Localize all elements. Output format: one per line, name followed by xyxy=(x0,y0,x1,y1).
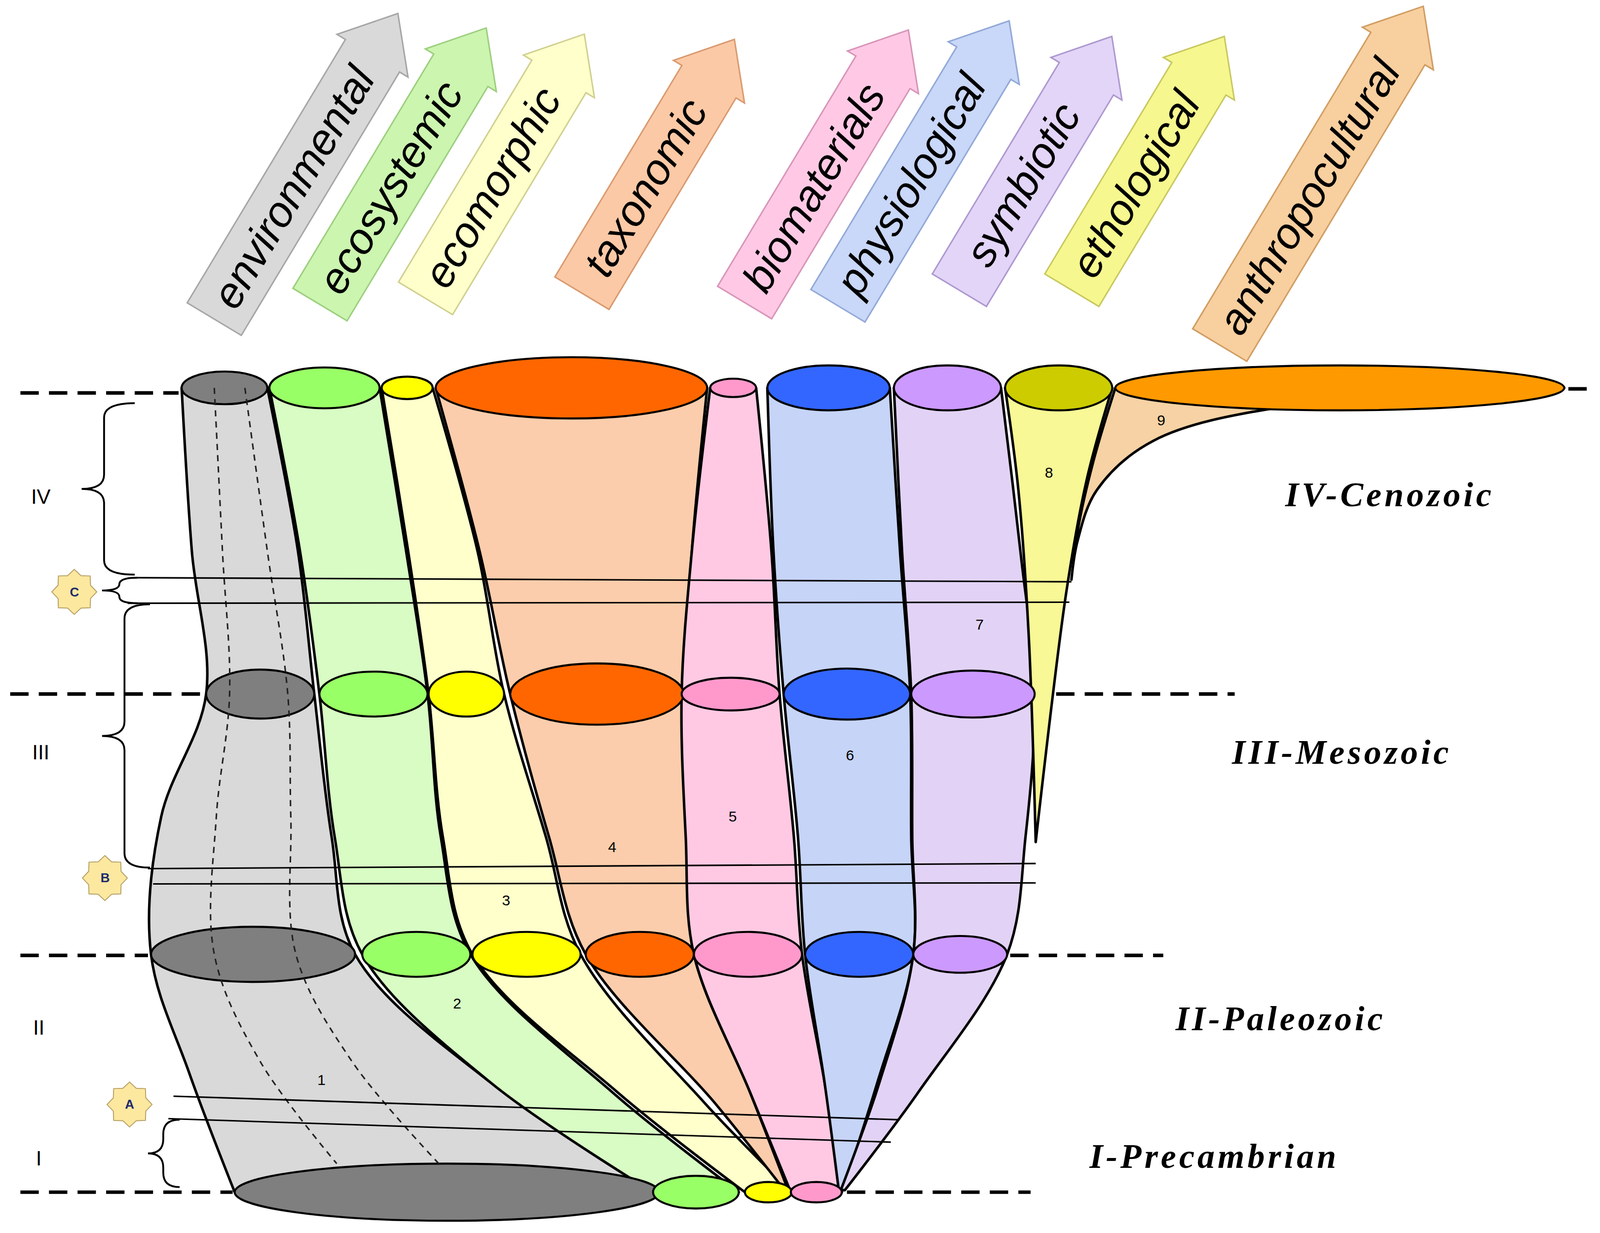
era-brace xyxy=(81,403,135,575)
callout-number: 5 xyxy=(728,809,738,824)
era-name: I-Precambrian xyxy=(1089,1139,1340,1174)
section-ellipse xyxy=(319,671,428,717)
era-boundary xyxy=(10,692,205,696)
event-star: A xyxy=(106,1080,153,1128)
callout-number: 7 xyxy=(975,617,984,633)
event-letter: A xyxy=(124,1097,135,1111)
section-ellipse xyxy=(913,935,1007,973)
callout-number: 4 xyxy=(608,839,617,855)
era-brace xyxy=(102,604,150,868)
section-ellipse xyxy=(1115,365,1565,411)
callout-number: 3 xyxy=(502,893,511,908)
arrow-label: anthropocultural xyxy=(1209,52,1408,342)
era-boundary xyxy=(847,1190,1031,1194)
inner-dashed-line xyxy=(210,387,337,1164)
era-axis-label: I xyxy=(36,1148,42,1169)
section-ellipse xyxy=(893,365,1002,411)
era-boundary xyxy=(20,1190,233,1194)
era-brace xyxy=(148,1119,180,1188)
event-line xyxy=(173,1096,898,1120)
era-brace xyxy=(102,577,138,604)
event-star: B xyxy=(81,854,129,902)
symbiotic-band xyxy=(840,387,1035,1191)
callout-number: 9 xyxy=(1156,412,1166,428)
inner-dashed-line xyxy=(244,387,439,1164)
section-ellipse xyxy=(234,1163,660,1221)
section-ellipse xyxy=(510,663,684,725)
era-axis-label: IV xyxy=(31,486,51,508)
callout-number: 2 xyxy=(452,996,462,1011)
era-boundary xyxy=(1568,387,1588,391)
section-ellipse xyxy=(206,669,315,719)
star-outline xyxy=(107,1081,152,1127)
event-line xyxy=(127,602,1070,604)
section-ellipse xyxy=(681,677,781,711)
anthropocultural-band xyxy=(1071,387,1565,580)
event-letter: B xyxy=(100,871,111,885)
section-ellipse xyxy=(693,931,802,977)
arrow-outline xyxy=(1184,0,1459,367)
section-ellipse xyxy=(653,1175,740,1209)
section-ellipse xyxy=(362,931,471,977)
event-line xyxy=(168,1118,891,1143)
era-name: II-Paleozoic xyxy=(1175,1001,1386,1037)
text-holder: A xyxy=(106,1080,153,1128)
section-ellipse xyxy=(269,367,380,409)
star-outline xyxy=(82,855,128,901)
event-line xyxy=(152,882,1036,884)
theme-arrow: anthropocultural xyxy=(1192,0,1451,362)
section-ellipse xyxy=(428,671,505,717)
section-ellipse xyxy=(1004,365,1113,411)
section-ellipse xyxy=(181,371,268,405)
arrow-label: taxonomic xyxy=(575,91,715,284)
event-star: C xyxy=(50,568,98,616)
text-holder: B xyxy=(81,854,129,902)
text-holder: taxonomic xyxy=(555,65,737,310)
era-boundary xyxy=(1010,953,1164,958)
callout-number: 8 xyxy=(1044,465,1054,481)
section-ellipse xyxy=(805,931,914,977)
ethological-band xyxy=(1004,387,1113,843)
era-name: IV-Cenozoic xyxy=(1285,477,1495,513)
section-ellipse xyxy=(744,1182,792,1203)
section-ellipse xyxy=(911,670,1035,718)
era-name: III-Mesozoic xyxy=(1231,735,1452,770)
event-line xyxy=(148,863,1036,869)
era-boundary xyxy=(1056,692,1235,696)
section-ellipse xyxy=(783,668,910,720)
callout-number: 1 xyxy=(317,1072,326,1088)
event-letter: C xyxy=(70,585,80,599)
era-boundary xyxy=(20,953,149,958)
section-ellipse xyxy=(150,926,356,982)
section-ellipse xyxy=(767,365,890,411)
era-axis-label: II xyxy=(33,1017,45,1039)
star-outline xyxy=(51,569,97,615)
section-ellipse xyxy=(790,1182,842,1203)
text-holder: C xyxy=(50,568,98,616)
section-ellipse xyxy=(709,378,756,397)
callout-number: 6 xyxy=(846,747,855,763)
arrow-outline xyxy=(1036,15,1260,312)
section-ellipse xyxy=(585,931,694,977)
event-line xyxy=(137,577,1072,582)
section-ellipse xyxy=(381,376,433,400)
era-boundary xyxy=(20,391,179,395)
section-ellipse xyxy=(472,931,581,977)
era-axis-label: III xyxy=(32,742,50,763)
section-ellipse xyxy=(435,357,707,419)
